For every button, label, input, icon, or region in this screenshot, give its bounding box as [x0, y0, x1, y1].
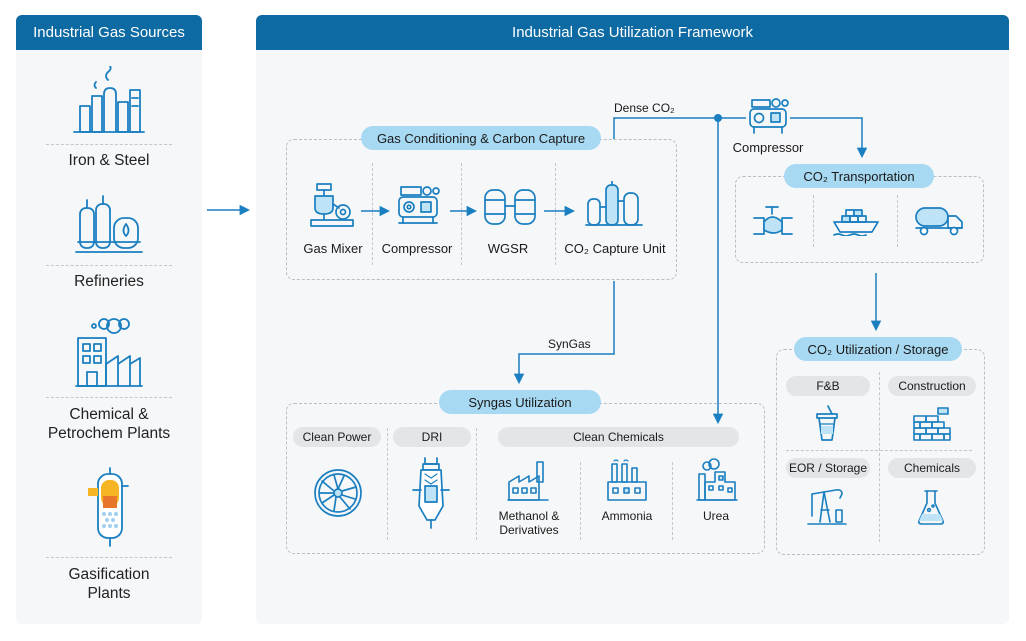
source-divider [46, 397, 172, 398]
turbine-icon [314, 469, 362, 517]
flask-icon [918, 490, 944, 525]
step-divider [461, 163, 462, 265]
bricks-icon [913, 407, 951, 441]
source-label-iron-steel: Iron & Steel [68, 152, 150, 169]
syngas-divider [672, 462, 673, 540]
pipeline-valve-icon [753, 206, 793, 235]
syngas-divider [387, 428, 388, 540]
source-divider [46, 557, 172, 558]
syngas-divider [476, 428, 477, 540]
step-label-wgsr: WGSR [487, 241, 529, 256]
transportation-title: CO₂ Transportation [784, 164, 934, 188]
compressor-icon [398, 186, 440, 224]
oil-pump-icon [807, 489, 847, 525]
methanol-label: Methanol & Derivatives [498, 509, 560, 537]
transport-divider [897, 195, 898, 247]
beverage-cup-icon [816, 405, 838, 441]
step-divider [372, 163, 373, 265]
framework-panel [256, 15, 1009, 624]
step-divider [555, 163, 556, 265]
storage-title: CO₂ Utilization / Storage [794, 337, 962, 361]
source-label-chemical: Chemical & Petrochem Plants [47, 406, 171, 442]
clean-chemicals-label: Clean Chemicals [498, 427, 739, 447]
step-label-gas-mixer: Gas Mixer [303, 241, 363, 256]
co2-capture-unit-icon [585, 181, 643, 226]
ship-icon [833, 209, 879, 236]
source-divider [46, 144, 172, 145]
conditioning-title: Gas Conditioning & Carbon Capture [361, 126, 601, 150]
ammonia-label: Ammonia [601, 509, 653, 523]
wgsr-icon [484, 189, 536, 225]
steel-plant-icon [73, 66, 145, 133]
storage-divider [879, 372, 880, 542]
top-compressor-icon [749, 98, 789, 134]
gas-mixer-icon [310, 183, 354, 227]
transport-divider [813, 195, 814, 247]
step-label-compressor: Compressor [381, 241, 453, 256]
dri-label: DRI [393, 427, 471, 447]
clean-power-label: Clean Power [293, 427, 381, 447]
chemical-plant-icon [75, 318, 143, 387]
gasifier-icon [88, 467, 129, 547]
storage-divider [786, 450, 972, 451]
urea-label: Urea [702, 509, 729, 523]
syngas-divider [580, 462, 581, 540]
storage-item-construction: Construction [888, 376, 976, 396]
storage-item-chemicals: Chemicals [888, 458, 976, 478]
storage-item-fb: F&B [786, 376, 870, 396]
source-label-refineries: Refineries [74, 273, 144, 290]
syngas-label: SynGas [548, 337, 591, 351]
top-compressor-label: Compressor [732, 140, 804, 155]
refinery-tanks-icon [75, 195, 143, 253]
sources-header: Industrial Gas Sources [16, 15, 202, 50]
syngas-util-title: Syngas Utilization [439, 390, 601, 414]
storage-item-eor: EOR / Storage [786, 458, 870, 478]
framework-header: Industrial Gas Utilization Framework [256, 15, 1009, 50]
step-label-co2-capture: CO₂ Capture Unit [564, 241, 666, 256]
dri-furnace-icon [412, 457, 450, 529]
ammonia-plant-icon [607, 459, 647, 501]
source-label-gasification: Gasification Plants [68, 566, 150, 602]
methanol-factory-icon [507, 461, 549, 501]
dense-co2-label: Dense CO₂ [614, 101, 675, 115]
tanker-truck-icon [915, 207, 963, 236]
urea-plant-icon [696, 458, 738, 501]
source-divider [46, 265, 172, 266]
